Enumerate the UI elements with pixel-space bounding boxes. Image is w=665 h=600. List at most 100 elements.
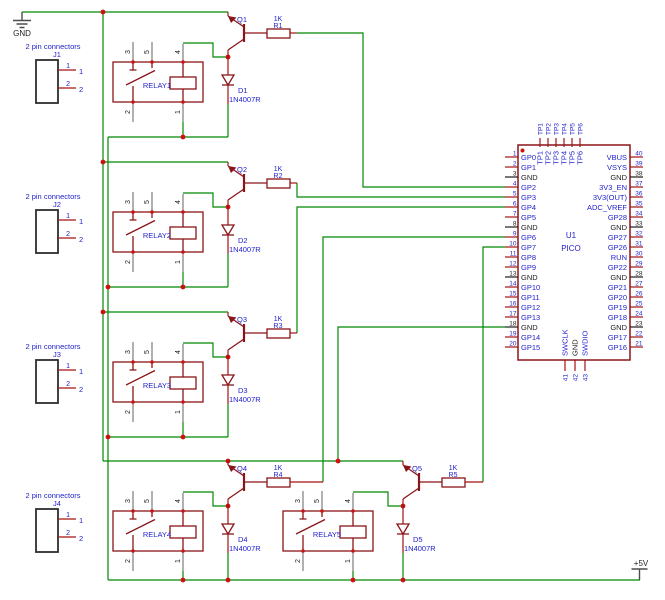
pin-number: 1 <box>175 260 182 264</box>
diode-part[interactable]: 1N4007R <box>404 544 436 553</box>
relay-4[interactable]: RELAY4 3 5 4 2 1 <box>112 491 204 571</box>
pico-pin-number: TP4 <box>562 123 569 135</box>
pico-pin-name: GP0 <box>521 153 536 162</box>
resistor-ref[interactable]: R4 <box>274 472 283 479</box>
diode-part[interactable]: 1N4007R <box>229 544 261 553</box>
resistor-value[interactable]: 1K <box>274 465 283 472</box>
pin-number: 5 <box>144 350 151 354</box>
resistor-ref[interactable]: R5 <box>449 472 458 479</box>
transistor-legs <box>227 15 267 51</box>
diode-d5[interactable]: D5 1N4007R <box>395 506 436 553</box>
diode-part[interactable]: 1N4007R <box>229 245 261 254</box>
transistor-q1[interactable]: Q1 <box>227 12 267 57</box>
pico-pin-name: GP13 <box>521 313 540 322</box>
gnd-label: GND <box>13 29 31 38</box>
resistor-r3[interactable]: 1K R3 <box>266 316 297 339</box>
junction <box>350 577 356 583</box>
relay-ref[interactable]: RELAY2 <box>143 231 171 240</box>
connector-j3[interactable]: 2 pin connectors J3 1 2 1 2 <box>25 342 83 404</box>
connector-ref[interactable]: J4 <box>53 499 61 508</box>
transistor-q5[interactable]: Q5 <box>402 461 442 506</box>
resistor-ref[interactable]: R2 <box>274 173 283 180</box>
pico-value[interactable]: PICO <box>561 244 581 253</box>
resistor-r4[interactable]: 1K R4 <box>266 465 323 488</box>
resistor-r5[interactable]: 1K R5 <box>441 465 483 488</box>
pin-name: 2 <box>79 235 83 244</box>
relay-ref[interactable]: RELAY3 <box>143 381 171 390</box>
diode-part[interactable]: 1N4007R <box>229 395 261 404</box>
resistor-ref[interactable]: R1 <box>274 23 283 30</box>
transistor-q2[interactable]: Q2 <box>227 162 267 207</box>
relay-2[interactable]: RELAY2 3 5 4 2 1 <box>112 192 204 272</box>
pico-pin-name: TP1 <box>536 151 545 165</box>
diode-ref[interactable]: D4 <box>238 535 248 544</box>
v5-symbol[interactable]: +5V <box>631 559 649 580</box>
pin-dot <box>351 549 355 553</box>
diode-triangle <box>220 224 236 237</box>
pico-ref[interactable]: U1 <box>566 231 577 240</box>
diode-d2[interactable]: D2 1N4007R <box>220 207 261 254</box>
v5-label: +5V <box>634 559 649 568</box>
pico-pin-number: 22 <box>635 331 643 338</box>
resistor-value[interactable]: 1K <box>274 16 283 23</box>
pin-dot <box>301 549 305 553</box>
resistor-value[interactable]: 1K <box>274 166 283 173</box>
connector-ref[interactable]: J2 <box>53 200 61 209</box>
pico-pin-number: 24 <box>635 311 643 318</box>
diode-ref[interactable]: D1 <box>238 86 248 95</box>
connector-j1[interactable]: 2 pin connectors J1 1 2 1 2 <box>25 42 83 104</box>
diode-ref[interactable]: D5 <box>413 535 423 544</box>
pin-number: 1 <box>66 512 70 519</box>
relay-ref[interactable]: RELAY5 <box>313 530 341 539</box>
diode-d1[interactable]: D1 1N4007R <box>220 57 261 104</box>
pico-pin-name: GND <box>521 173 538 182</box>
diode-part[interactable]: 1N4007R <box>229 95 261 104</box>
transistor-ref[interactable]: Q2 <box>237 165 247 174</box>
diode-d4[interactable]: D4 1N4007R <box>220 506 261 553</box>
resistor-value[interactable]: 1K <box>274 316 283 323</box>
relay-ref[interactable]: RELAY4 <box>143 530 171 539</box>
relay-ref[interactable]: RELAY1 <box>143 81 171 90</box>
pico-pin-number: 37 <box>635 181 643 188</box>
transistor-ref[interactable]: Q3 <box>237 315 247 324</box>
pico-pin-name: VSYS <box>607 163 627 172</box>
diode-ref[interactable]: D3 <box>238 386 248 395</box>
diode-ref[interactable]: D2 <box>238 236 248 245</box>
connector-ref[interactable]: J1 <box>53 50 61 59</box>
transistor-ref[interactable]: Q1 <box>237 15 247 24</box>
pico-pin-name: GP7 <box>521 243 536 252</box>
transistor-ref[interactable]: Q4 <box>237 464 247 473</box>
pin-number: 5 <box>314 499 321 503</box>
transistor-q3[interactable]: Q3 <box>227 312 267 357</box>
relay-1[interactable]: RELAY1 3 5 4 2 1 <box>112 42 204 122</box>
pico-pin-number: 8 <box>513 221 517 228</box>
transistor-q4[interactable]: Q4 <box>227 461 267 506</box>
pin-number: 5 <box>144 200 151 204</box>
connector-heading: 2 pin connectors <box>25 491 80 500</box>
pin-number: 2 <box>66 381 70 388</box>
junction <box>400 577 406 583</box>
connector-ref[interactable]: J3 <box>53 350 61 359</box>
relay-5[interactable]: RELAY5 3 5 4 2 1 <box>282 491 374 571</box>
connector-j4[interactable]: 2 pin connectors J4 1 2 1 2 <box>25 491 83 553</box>
resistor-value[interactable]: 1K <box>449 465 458 472</box>
pin-number: 4 <box>175 50 182 54</box>
junction <box>180 284 186 290</box>
resistor-ref[interactable]: R3 <box>274 323 283 330</box>
gnd-symbol[interactable]: GND <box>13 12 31 38</box>
wires[interactable] <box>22 11 640 581</box>
diode-d3[interactable]: D3 1N4007R <box>220 357 261 404</box>
relay-3[interactable]: RELAY3 3 5 4 2 1 <box>112 342 204 422</box>
resistor-r2[interactable]: 1K R2 <box>266 166 297 189</box>
pico-pin-name: GP10 <box>521 283 540 292</box>
relay-body <box>282 510 374 552</box>
pico-pin-number: 41 <box>563 374 570 382</box>
transistor-ref[interactable]: Q5 <box>412 464 422 473</box>
pico-pin-number: 10 <box>509 241 517 248</box>
connector-j2[interactable]: 2 pin connectors J2 1 2 1 2 <box>25 192 83 254</box>
wire-gp3 <box>296 183 505 198</box>
resistor-r1[interactable]: 1K R1 <box>266 16 297 39</box>
pico-pin-number: 34 <box>635 211 643 218</box>
